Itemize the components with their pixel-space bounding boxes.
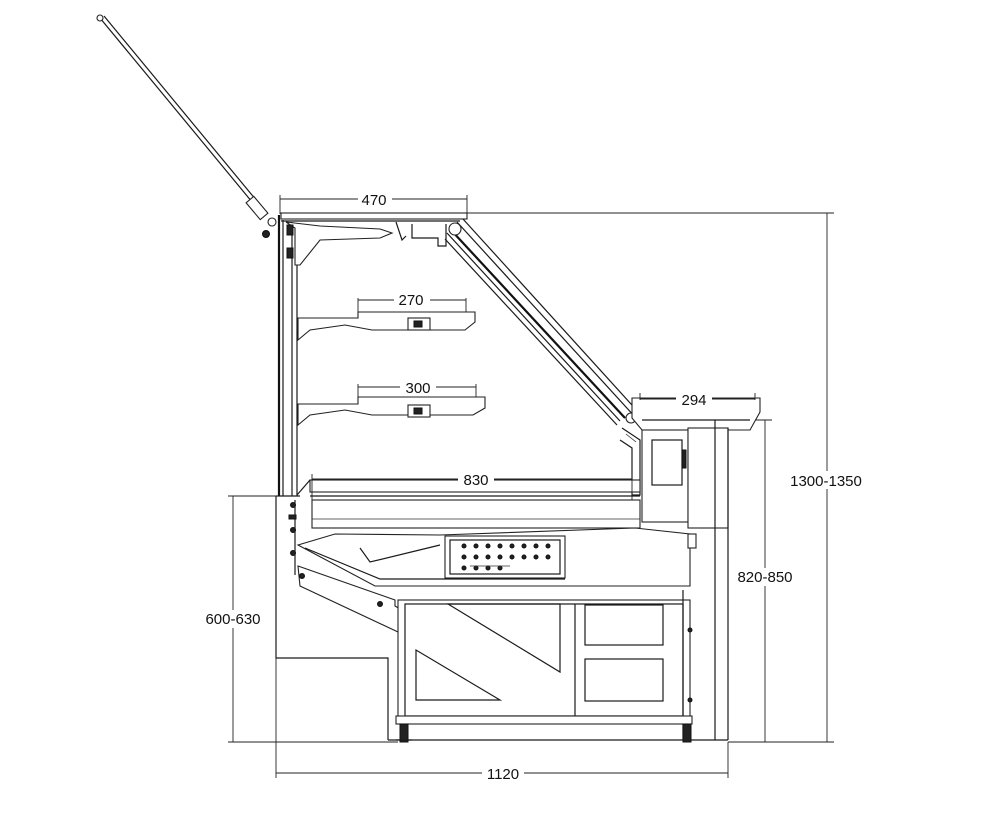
dim-label-counter-height: 820-850 [737,569,792,586]
dim-label-display-depth: 830 [463,472,488,489]
dim-label-base-height: 600-630 [205,611,260,628]
serving-counter [631,397,761,740]
display-deck [296,479,641,529]
lid-support-strut [96,14,277,238]
evaporator-coil [461,543,551,571]
dim-label-counter-depth: 294 [681,392,706,409]
dim-label-total-height: 1300-1350 [790,473,862,490]
lower-shelf [297,396,486,427]
base-cabinet [275,495,728,743]
dim-label-lower-shelf: 300 [405,380,430,397]
upper-display-frame [277,212,642,496]
dim-label-upper-shelf: 270 [398,292,423,309]
dim-label-top-depth: 470 [361,192,386,209]
upper-shelf [297,311,476,342]
dim-label-total-width: 1120 [487,766,519,783]
